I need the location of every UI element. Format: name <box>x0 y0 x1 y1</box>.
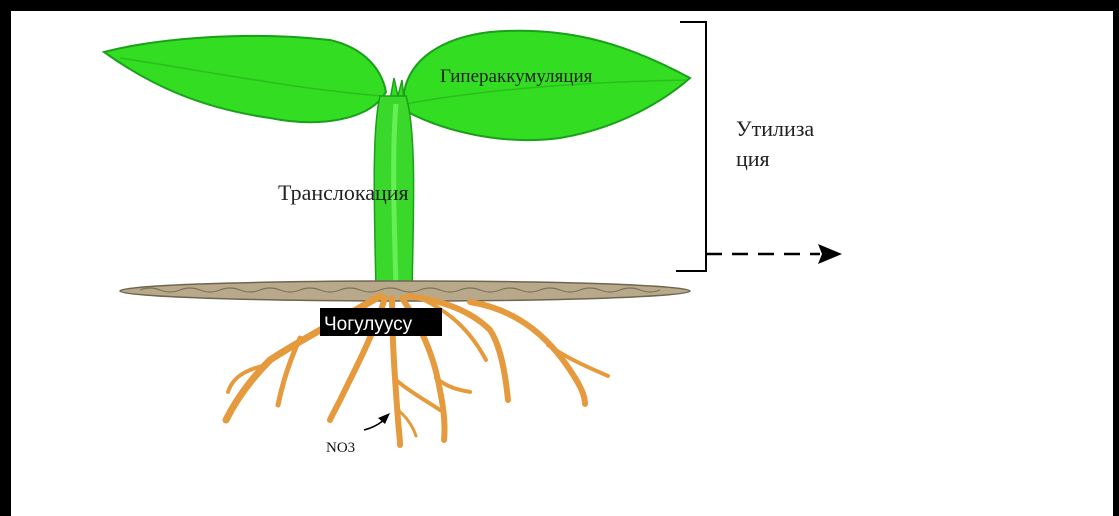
nitrate-label: NO3 <box>326 440 355 456</box>
utilization-label-line2: ция <box>736 146 770 171</box>
translocation-label: Транслокация <box>278 180 409 205</box>
absorption-label: Чогулуусу <box>324 314 413 335</box>
hyperaccumulation-label: Гипераккумуляция <box>440 66 593 87</box>
root <box>396 380 440 410</box>
root <box>548 345 608 376</box>
utilization-label-line1: Утилиза <box>736 116 814 141</box>
dashed-arrow-head <box>818 244 842 264</box>
root <box>470 302 585 404</box>
utilization-bracket <box>676 22 706 271</box>
